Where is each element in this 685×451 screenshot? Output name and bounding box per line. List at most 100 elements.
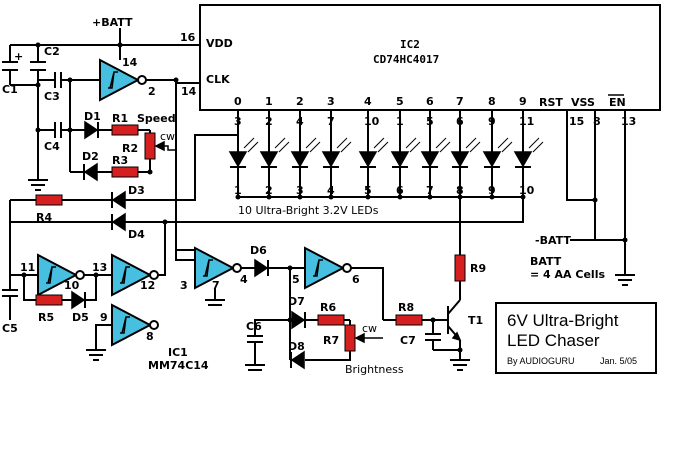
d3-label: D3 <box>128 184 145 197</box>
gate1-out-pin: 2 <box>148 85 156 98</box>
light-arrow <box>278 141 290 153</box>
r3-label: R3 <box>112 154 128 167</box>
d7-label: D7 <box>288 295 305 308</box>
ic2-en-label: EN <box>609 96 626 109</box>
r2-cw: cw <box>160 130 175 143</box>
d5-label: D5 <box>72 311 89 324</box>
gate3-pin: 3 <box>180 279 188 292</box>
q-label: 1 <box>265 95 273 108</box>
gate13-pin: 13 <box>92 261 107 274</box>
ic1-part: MM74C14 <box>148 359 209 372</box>
ic2-body <box>199 4 661 111</box>
r1-label: R1 <box>112 112 128 125</box>
r2-label: R2 <box>122 142 138 155</box>
light-arrow <box>243 137 255 149</box>
r5-label: R5 <box>38 311 54 324</box>
c7-label: C7 <box>400 334 416 347</box>
r7-potentiometer <box>344 324 356 352</box>
ic1-gate-1 <box>99 58 141 102</box>
r9-resistor <box>454 254 466 282</box>
led <box>390 151 410 168</box>
ic2-vdd-label: VDD <box>206 37 233 50</box>
gate7-pin: 7 <box>212 279 220 292</box>
d4-label: D4 <box>128 228 145 241</box>
batt-cells-label: = 4 AA Cells <box>530 268 605 281</box>
gate11-pin: 11 <box>20 261 35 274</box>
light-arrow <box>528 137 540 149</box>
q-label: 2 <box>296 95 304 108</box>
c5-label: C5 <box>2 322 18 335</box>
vdd-pin-number: 16 <box>180 31 196 44</box>
c6-label: C6 <box>246 320 262 333</box>
batt-minus-label: -BATT <box>535 234 571 247</box>
title-date: Jan. 5/05 <box>600 356 637 366</box>
light-arrow <box>439 141 451 153</box>
light-arrow <box>435 137 447 149</box>
d6-label: D6 <box>250 244 267 257</box>
light-arrow <box>336 137 348 149</box>
r5-resistor <box>35 294 63 306</box>
light-arrow <box>309 141 321 153</box>
c2-label: C2 <box>44 45 60 58</box>
q-label: 7 <box>456 95 464 108</box>
c1-polarity: + <box>14 50 23 63</box>
gate9-pin: 9 <box>100 311 108 324</box>
q-label: 8 <box>488 95 496 108</box>
light-arrow <box>377 141 389 153</box>
speed-label: Speed <box>137 112 176 125</box>
ic1-gate-10 <box>37 253 79 297</box>
output-pin-number: 10 <box>364 115 380 128</box>
q-label: 9 <box>519 95 527 108</box>
clk-pin-number: 14 <box>181 85 197 98</box>
r4-label: R4 <box>36 211 52 224</box>
batt-plus-label: +BATT <box>92 16 133 29</box>
light-arrow <box>497 137 509 149</box>
light-arrow <box>405 137 417 149</box>
r8-resistor <box>395 314 423 326</box>
brightness-label: Brightness <box>345 363 404 376</box>
en-pin-number: 13 <box>621 115 636 128</box>
led <box>482 151 502 168</box>
c4-label: C4 <box>44 140 60 153</box>
ic2-clk-label: CLK <box>206 73 230 86</box>
r9-label: R9 <box>470 262 486 275</box>
rst-pin-number: 15 <box>569 115 584 128</box>
ic2-vss-label: VSS <box>571 96 595 109</box>
vss-pin-number: 8 <box>593 115 601 128</box>
c3-label: C3 <box>44 90 60 103</box>
gate10-pin: 10 <box>64 279 80 292</box>
led <box>450 151 470 168</box>
led <box>321 151 341 168</box>
led-number: 10 <box>519 184 535 197</box>
output-pin-number: 11 <box>519 115 534 128</box>
gate12-pin: 12 <box>140 279 155 292</box>
ic2-rst-label: RST <box>539 96 563 109</box>
q-label: 4 <box>364 95 372 108</box>
light-arrow <box>469 141 481 153</box>
light-arrow <box>373 137 385 149</box>
light-arrow <box>305 137 317 149</box>
r2-potentiometer <box>144 132 156 160</box>
c1-label: C1 <box>2 83 18 96</box>
leds-caption: 10 Ultra-Bright 3.2V LEDs <box>238 204 379 217</box>
r6-resistor <box>317 314 345 326</box>
d2-label: D2 <box>82 150 99 163</box>
ic1-name: IC1 <box>168 346 188 359</box>
light-arrow <box>532 141 544 153</box>
gate4-pin: 4 <box>240 273 248 286</box>
light-arrow <box>465 137 477 149</box>
ic2-name: IC2 <box>400 38 420 51</box>
gate5-pin: 5 <box>292 273 300 286</box>
light-arrow <box>247 141 259 153</box>
led <box>228 151 248 168</box>
led <box>259 151 279 168</box>
gate1-vdd-pin: 14 <box>122 56 138 69</box>
led <box>420 151 440 168</box>
gate8-pin: 8 <box>146 330 154 343</box>
r3-resistor <box>111 166 139 178</box>
light-arrow <box>501 141 513 153</box>
r4-resistor <box>35 194 63 206</box>
